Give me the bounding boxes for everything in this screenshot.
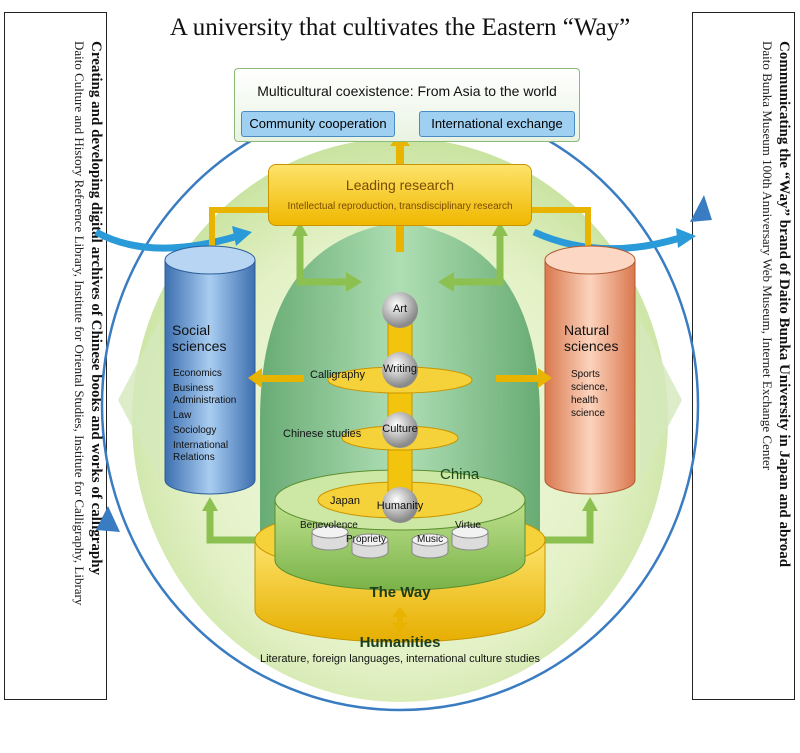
social-item: Economics bbox=[173, 368, 222, 379]
leading-research-title: Leading research bbox=[345, 177, 455, 193]
leading-research-subtitle: Intellectual reproduction, transdiscipli… bbox=[287, 201, 513, 212]
calligraphy-label: Calligraphy bbox=[310, 369, 366, 381]
multicultural-title: Multicultural coexistence: From Asia to … bbox=[257, 83, 557, 99]
multicultural-box: Multicultural coexistence: From Asia to … bbox=[234, 68, 580, 142]
page-title: A university that cultivates the Eastern… bbox=[169, 14, 631, 41]
international-exchange-button: International exchange bbox=[419, 111, 575, 137]
natural-sciences-title: Natural sciences bbox=[564, 322, 619, 354]
leading-research-box: Leading research Intellectual reproducti… bbox=[268, 164, 532, 226]
virtue-label: Virtue bbox=[455, 520, 481, 531]
social-sciences-list: Economics Business Administration Law So… bbox=[173, 368, 253, 464]
culture-label: Culture bbox=[382, 423, 418, 435]
social-item: Sociology bbox=[173, 425, 217, 436]
propriety-label: Propriety bbox=[346, 534, 387, 545]
benevolence-label: Benevolence bbox=[300, 520, 358, 531]
china-label: China bbox=[440, 466, 480, 483]
social-item: Business Administration bbox=[173, 383, 237, 406]
social-sciences-title: Social sciences bbox=[172, 322, 227, 354]
humanities-subtitle: Literature, foreign languages, internati… bbox=[259, 653, 541, 665]
natural-sciences-item: Sports science, health science bbox=[571, 369, 608, 419]
community-cooperation-button: Community cooperation bbox=[241, 111, 395, 137]
chinese-studies-label: Chinese studies bbox=[283, 428, 362, 440]
left-side-panel: Creating and developing digital archives… bbox=[4, 12, 107, 700]
humanity-label: Humanity bbox=[376, 500, 424, 512]
social-item: Law bbox=[173, 410, 192, 421]
music-label: Music bbox=[417, 534, 444, 545]
the-way-label: The Way bbox=[369, 584, 431, 601]
writing-label: Writing bbox=[382, 363, 418, 375]
japan-label: Japan bbox=[330, 495, 360, 507]
right-side-panel: Communicating the “Way” brand of Daito B… bbox=[692, 12, 795, 700]
humanities-label: Humanities bbox=[359, 634, 441, 651]
social-item: International Relations bbox=[173, 440, 229, 463]
art-label: Art bbox=[392, 303, 408, 315]
